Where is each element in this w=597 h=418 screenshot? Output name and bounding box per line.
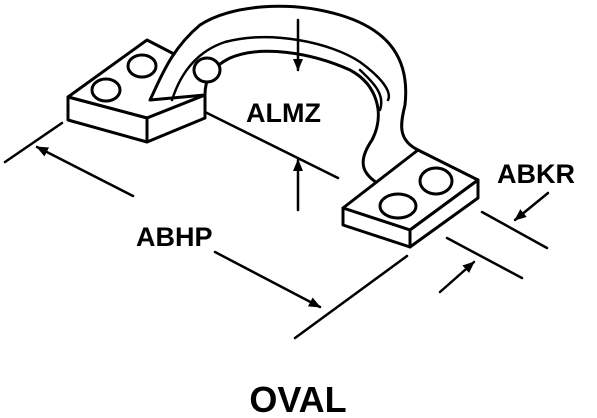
almz-dimension: ALMZ — [203, 18, 340, 212]
abhp-label: ABHP — [136, 222, 213, 252]
clamp-part — [66, 4, 480, 249]
right-pad-hole-back — [418, 166, 454, 196]
abhp-arrow-right — [213, 250, 322, 309]
right-pad-hole-front — [378, 192, 418, 220]
abkr-arrow-bottom — [438, 260, 476, 294]
strap-hole — [192, 56, 222, 84]
abkr-extension-bottom — [445, 236, 524, 280]
strap-edge-line — [358, 68, 383, 112]
strap-inner-contour — [170, 36, 391, 102]
almz-extension-line — [203, 110, 340, 180]
arch-strap — [148, 4, 442, 187]
abkr-label: ABKR — [497, 159, 575, 189]
left-pad-side — [145, 93, 207, 144]
right-pad-side — [408, 178, 480, 249]
abkr-arrow-top — [513, 191, 550, 222]
abkr-dimension: ABKR — [438, 159, 575, 294]
almz-label: ALMZ — [246, 98, 321, 128]
abhp-arrow-left — [35, 145, 135, 198]
left-pad-hole-front — [90, 77, 122, 103]
abhp-extension-right — [293, 254, 409, 340]
diagram-caption: OVAL — [249, 379, 346, 418]
abhp-dimension: ABHP — [3, 121, 409, 340]
abkr-extension-top — [480, 210, 549, 250]
abhp-extension-left — [3, 121, 64, 164]
left-pad-hole-back — [126, 53, 158, 79]
